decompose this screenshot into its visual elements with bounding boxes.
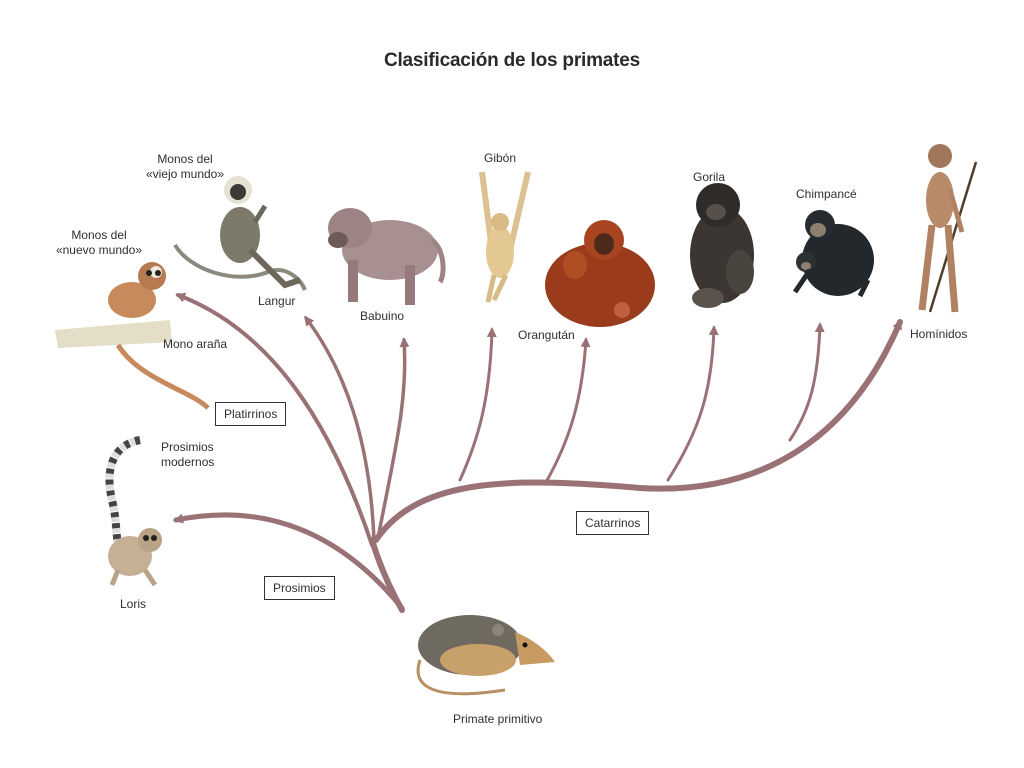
label-gorila: Gorila — [693, 170, 726, 184]
branch-platirrinos — [175, 292, 374, 547]
label-prosimios-modernos: Prosimios modernos — [161, 440, 214, 470]
branch-catarrinos — [373, 319, 903, 543]
label-line: Monos del — [157, 152, 213, 166]
label-line: «viejo mundo» — [145, 167, 225, 181]
label-orangutan: Orangután — [518, 328, 575, 342]
label-babuino: Babuino — [360, 309, 405, 323]
hominid-illustration — [918, 144, 978, 313]
group-box-catarrinos: Catarrinos — [576, 511, 650, 535]
label-primate-primitivo: Primate primitivo — [453, 712, 543, 726]
baboon-illustration — [328, 208, 446, 305]
branch-chimpance — [788, 322, 825, 442]
spider-monkey-illustration — [55, 262, 210, 410]
label-hominidos: Homínidos — [910, 327, 968, 341]
lemur-illustration — [105, 436, 162, 587]
gibbon-illustration — [479, 171, 531, 303]
branch-langur — [304, 315, 376, 542]
label-loris: Loris — [120, 597, 147, 611]
orangutan-illustration — [545, 220, 655, 327]
label-line: modernos — [161, 455, 215, 469]
chimpanzee-illustration — [792, 210, 874, 298]
early-primate-illustration — [416, 615, 555, 696]
langur-illustration — [173, 176, 307, 291]
label-line: Prosimios — [161, 440, 214, 454]
label-chimpance: Chimpancé — [796, 187, 857, 201]
branch-orangutan — [543, 337, 591, 486]
label-monos-nuevo-mundo: Monos del «nuevo mundo» — [44, 228, 154, 258]
label-langur: Langur — [258, 294, 296, 308]
group-box-platirrinos: Platirrinos — [215, 402, 287, 426]
label-mono-arana: Mono araña — [163, 337, 228, 351]
label-gibon: Gibón — [484, 151, 517, 165]
group-box-prosimios: Prosimios — [264, 576, 335, 600]
branch-babuino — [376, 337, 410, 540]
branch-gibon — [458, 327, 497, 482]
diagram-title: Clasificación de los primates — [383, 50, 641, 71]
gorilla-illustration — [690, 183, 754, 308]
branch-prosimios — [173, 512, 405, 611]
label-monos-viejo-mundo: Monos del «viejo mundo» — [140, 152, 230, 182]
label-line: «nuevo mundo» — [55, 243, 143, 257]
label-line: Monos del — [71, 228, 127, 242]
branch-gorila — [666, 325, 719, 482]
